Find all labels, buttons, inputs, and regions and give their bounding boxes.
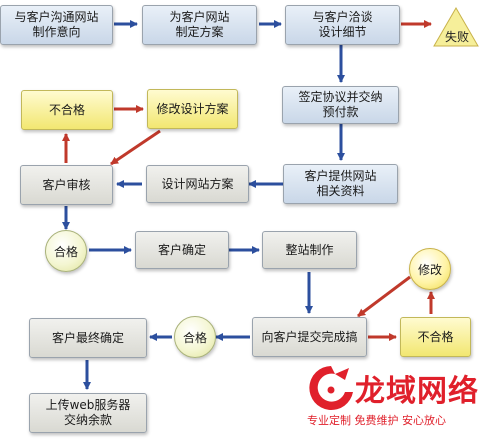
brand-logo: 龙域网络 专业定制 免费维护 安心放心 xyxy=(305,362,485,442)
node-final-confirm: 客户最终确定 xyxy=(29,318,147,358)
node-pass-1: 合格 xyxy=(45,230,87,272)
node-pass-2: 合格 xyxy=(174,316,216,358)
node-review: 客户审核 xyxy=(20,165,113,205)
node-fail-submit: 不合格 xyxy=(400,317,471,357)
node-communicate: 与客户沟通网站 制作意向 xyxy=(0,5,113,45)
brand-name: 龙域网络 xyxy=(355,374,479,409)
node-confirm: 客户确定 xyxy=(135,231,229,269)
node-discuss: 与客户洽谈 设计细节 xyxy=(285,5,400,45)
node-build: 整站制作 xyxy=(262,231,357,269)
node-materials: 客户提供网站 相关资料 xyxy=(283,164,398,204)
arrow-modify-to-submit xyxy=(357,275,411,318)
node-contract: 签定协议并交纳 预付款 xyxy=(282,86,399,124)
node-upload: 上传web服务器 交纳余款 xyxy=(29,393,147,433)
node-submit: 向客户提交完成搞 xyxy=(252,317,367,357)
node-design: 设计网站方案 xyxy=(146,165,249,203)
node-fail: 失败 xyxy=(445,30,470,44)
fail-triangle xyxy=(433,7,479,47)
brand-slogan: 专业定制 免费维护 安心放心 xyxy=(307,414,446,427)
dragon-logo-icon xyxy=(309,366,353,410)
node-modify-circle: 修改 xyxy=(409,248,451,290)
node-fail-review: 不合格 xyxy=(21,90,113,130)
node-modify-plan: 修改设计方案 xyxy=(147,89,238,129)
arrow-modify-to-review xyxy=(110,129,161,166)
node-plan: 为客户网站 制定方案 xyxy=(142,5,257,45)
